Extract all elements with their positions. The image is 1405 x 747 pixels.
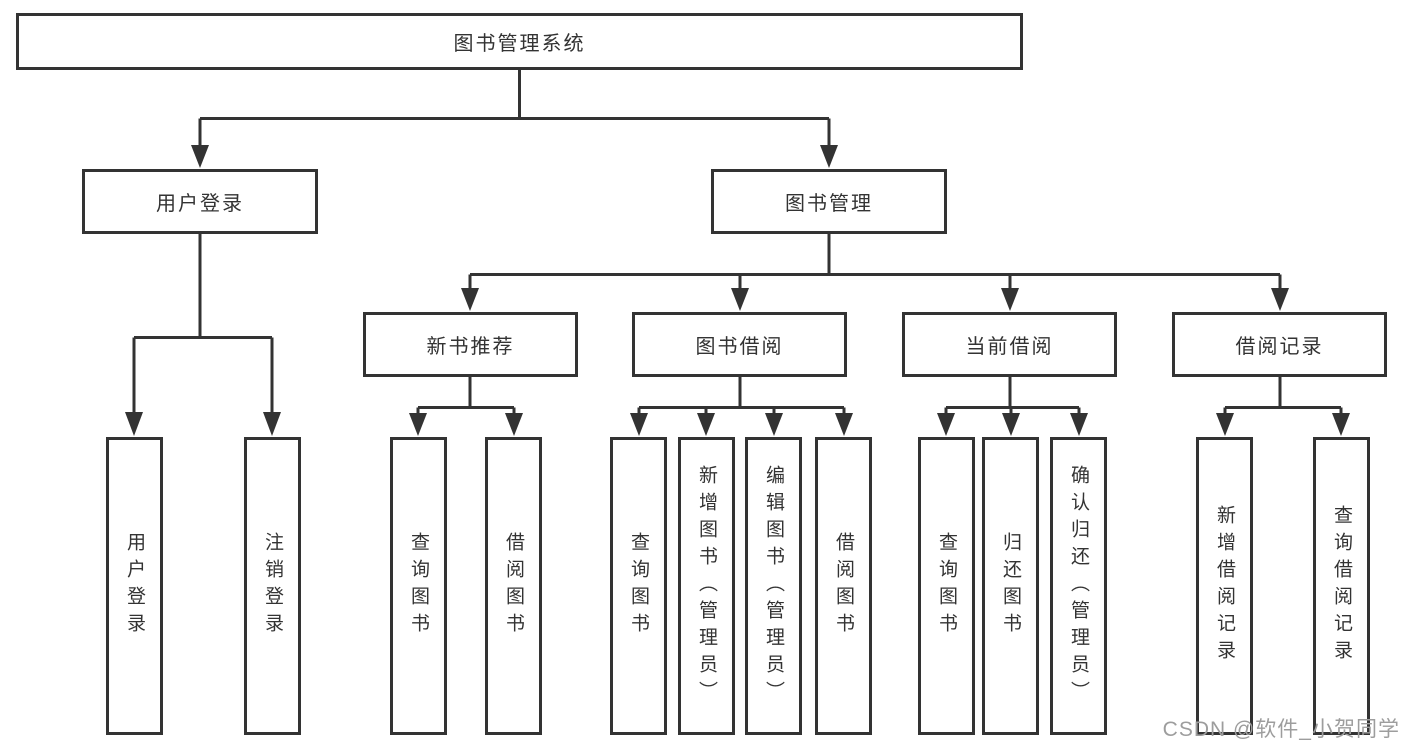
leaf-label: 查询图书 [408,532,429,640]
leaf-borrow-books: 借阅图书 [485,437,542,735]
node-label: 当前借阅 [965,336,1054,358]
leaf-label: 查询借阅记录 [1331,505,1352,667]
leaf-label: 确认归还（管理员） [1068,464,1089,708]
node-new-book-recommend: 新书推荐 [363,312,578,377]
leaf-query-books: 查询图书 [390,437,447,735]
node-current-borrow: 当前借阅 [902,312,1117,377]
leaf-label: 用户登录 [124,532,145,640]
node-label: 图书借阅 [695,336,784,358]
leaf-logout: 注销登录 [244,437,301,735]
leaf-label: 借阅图书 [503,532,524,640]
connector-book-management-to-level3 [461,234,1289,311]
leaf-user-login: 用户登录 [106,437,163,735]
node-label: 图书管理 [785,193,873,215]
node-user-login: 用户登录 [82,169,318,234]
csdn-watermark: CSDN @软件_小贺同学 [1162,718,1400,741]
leaf-edit-books-admin: 编辑图书（管理员） [745,437,802,735]
leaf-label: 注销登录 [262,532,283,640]
connector-user-login-to-leaves [125,234,281,436]
connector-borrow-records-to-leaves [1216,377,1350,436]
leaf-add-books-admin: 新增图书（管理员） [678,437,735,735]
node-label: 用户登录 [156,193,244,215]
connector-new-book-recommend-to-leaves [409,377,523,436]
node-label: 借阅记录 [1235,336,1324,358]
leaf-label: 查询图书 [628,532,649,640]
leaf-confirm-return-admin: 确认归还（管理员） [1050,437,1107,735]
node-library-management-system: 图书管理系统 [16,13,1023,70]
leaf-label: 新增图书（管理员） [696,464,717,708]
connector-book-borrow-to-leaves [630,377,853,436]
leaf-label: 新增借阅记录 [1214,505,1235,667]
node-label: 新书推荐 [426,336,515,358]
leaf-query-books: 查询图书 [610,437,667,735]
leaf-return-books: 归还图书 [982,437,1039,735]
node-book-borrow: 图书借阅 [632,312,847,377]
leaf-query-borrow-record: 查询借阅记录 [1313,437,1370,735]
connector-current-borrow-to-leaves [937,377,1088,436]
leaf-label: 查询图书 [936,532,957,640]
leaf-label: 借阅图书 [833,532,854,640]
connector-root-to-level2 [191,69,838,168]
leaf-borrow-books: 借阅图书 [815,437,872,735]
leaf-label: 归还图书 [1000,532,1021,640]
leaf-query-books: 查询图书 [918,437,975,735]
node-label: 图书管理系统 [453,33,586,55]
node-book-management: 图书管理 [711,169,947,234]
leaf-label: 编辑图书（管理员） [763,464,784,708]
leaf-add-borrow-record: 新增借阅记录 [1196,437,1253,735]
node-borrow-records: 借阅记录 [1172,312,1387,377]
